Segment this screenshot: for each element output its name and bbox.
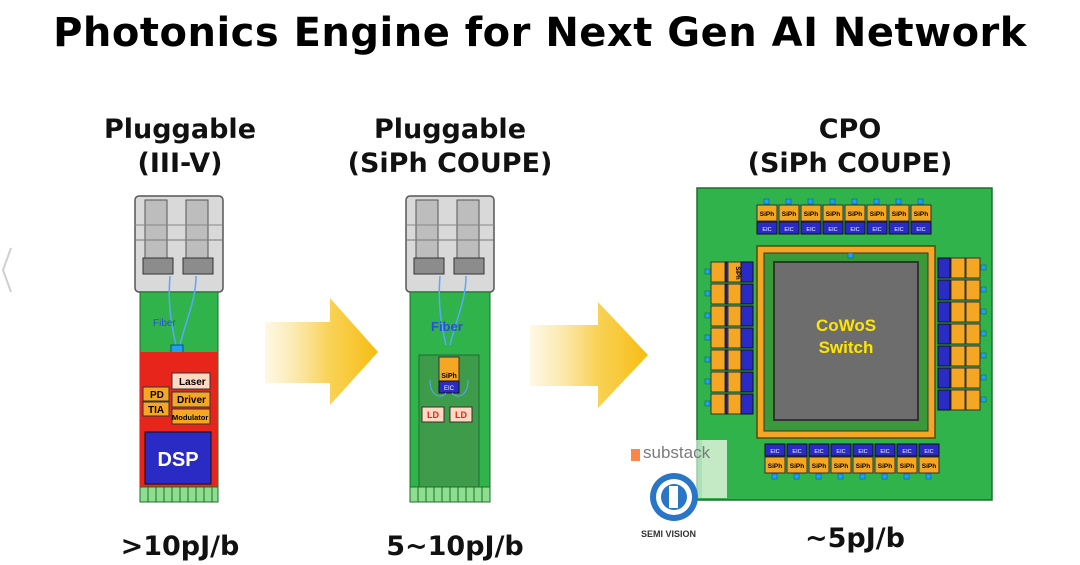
pd-label: PD <box>150 390 164 401</box>
svg-text:SiPh: SiPh <box>856 463 870 470</box>
svg-text:EIC: EIC <box>792 449 801 455</box>
arrow-right-icon <box>265 298 378 405</box>
svg-text:SiPh: SiPh <box>834 463 848 470</box>
module-pluggable-iiiv: Fiber Laser PD TIA Driver Modulator DSP <box>134 195 224 503</box>
column-header-line2: (III-V) <box>137 148 223 179</box>
ld-label: LD <box>455 410 467 420</box>
substack-watermark: substack <box>643 443 711 462</box>
siph-left-column: SiPh <box>710 261 754 415</box>
column-header-pluggable-iiiv: Pluggable (III-V) <box>80 113 280 181</box>
svg-text:SiPh: SiPh <box>812 463 826 470</box>
svg-text:EIC: EIC <box>828 227 837 233</box>
semi-vision-watermark: SEMI VISION <box>641 529 697 539</box>
siph-right-column <box>937 257 981 411</box>
tia-label: TIA <box>148 405 164 416</box>
fiber-label: Fiber <box>431 319 463 334</box>
svg-text:EIC: EIC <box>762 227 771 233</box>
page-title: Photonics Engine for Next Gen AI Network <box>53 10 1027 56</box>
svg-text:EIC: EIC <box>924 449 933 455</box>
svg-text:SiPh: SiPh <box>878 463 892 470</box>
chevron-left-icon <box>1 247 12 293</box>
svg-text:SiPh: SiPh <box>892 211 906 218</box>
column-header-pluggable-siph: Pluggable (SiPh COUPE) <box>320 113 580 181</box>
siph-bottom-row: EIC SiPh EIC SiPh EIC SiPh EIC SiPh EIC … <box>764 443 940 474</box>
svg-text:EIC: EIC <box>806 227 815 233</box>
svg-text:EIC: EIC <box>814 449 823 455</box>
driver-label: Driver <box>177 395 206 406</box>
switch-label-line1: CoWoS <box>816 316 876 335</box>
metric-pluggable-iiiv: >10pJ/b <box>120 531 240 562</box>
metric-pluggable-siph: 5~10pJ/b <box>386 531 524 562</box>
column-header-cpo: CPO (SiPh COUPE) <box>720 113 980 181</box>
module-pluggable-siph: Fiber SiPh EIC LD LD <box>405 195 495 503</box>
column-header-line2: (SiPh COUPE) <box>747 148 953 179</box>
svg-text:SiPh: SiPh <box>900 463 914 470</box>
svg-text:SiPh: SiPh <box>922 463 936 470</box>
svg-text:EIC: EIC <box>872 227 881 233</box>
svg-text:SiPh: SiPh <box>768 463 782 470</box>
svg-text:SiPh: SiPh <box>914 211 928 218</box>
svg-text:SiPh: SiPh <box>782 211 796 218</box>
siph-label: SiPh <box>441 373 457 380</box>
svg-text:SiPh: SiPh <box>870 211 884 218</box>
svg-text:SiPh: SiPh <box>848 211 862 218</box>
fiber-label: Fiber <box>153 318 176 329</box>
ld-label: LD <box>427 410 439 420</box>
column-header-line1: CPO <box>818 114 882 145</box>
column-header-line2: (SiPh COUPE) <box>347 148 553 179</box>
svg-text:EIC: EIC <box>916 227 925 233</box>
switch-label-line2: Switch <box>819 338 874 357</box>
eic-label: EIC <box>444 386 455 392</box>
laser-label: Laser <box>179 377 206 388</box>
column-header-line1: Pluggable <box>373 114 527 145</box>
svg-text:EIC: EIC <box>784 227 793 233</box>
svg-text:SiPh: SiPh <box>826 211 840 218</box>
arrow-right-icon <box>530 302 648 408</box>
svg-text:EIC: EIC <box>850 227 859 233</box>
svg-text:EIC: EIC <box>902 449 911 455</box>
module-cpo: CoWoS Switch SiPh EIC SiPh EIC SiPh EIC … <box>696 187 993 501</box>
dsp-label: DSP <box>157 449 198 471</box>
svg-text:EIC: EIC <box>770 449 779 455</box>
modulator-label: Modulator <box>172 413 208 422</box>
svg-text:SiPh: SiPh <box>760 211 774 218</box>
metric-cpo: ~5pJ/b <box>805 523 905 554</box>
svg-text:EIC: EIC <box>836 449 845 455</box>
siph-top-row: SiPh EIC SiPh EIC SiPh EIC SiPh EIC SiPh… <box>756 204 932 235</box>
svg-text:SiPh: SiPh <box>804 211 818 218</box>
svg-text:SiPh: SiPh <box>734 266 740 280</box>
column-header-line1: Pluggable <box>103 114 257 145</box>
svg-text:EIC: EIC <box>894 227 903 233</box>
svg-text:SiPh: SiPh <box>790 463 804 470</box>
svg-text:EIC: EIC <box>858 449 867 455</box>
svg-text:EIC: EIC <box>880 449 889 455</box>
